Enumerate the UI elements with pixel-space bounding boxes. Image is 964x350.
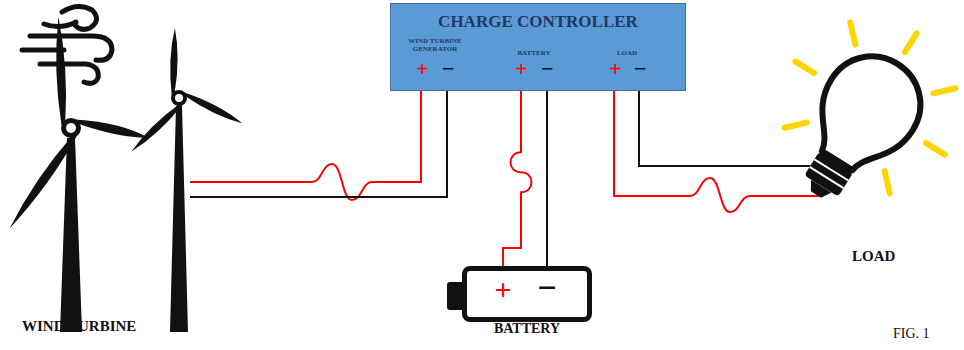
wire-positive bbox=[503, 91, 532, 266]
terminal-sign: + bbox=[416, 58, 428, 80]
charge-controller: CHARGE CONTROLLER WIND TURBINE GENERATOR B… bbox=[390, 3, 686, 91]
terminal-label: LOAD bbox=[602, 49, 652, 57]
wire-positive bbox=[614, 91, 822, 212]
terminal-label: WIND TURBINE GENERATOR bbox=[405, 38, 465, 53]
battery-sign: + bbox=[493, 275, 513, 305]
terminal-sign: + bbox=[609, 58, 621, 80]
terminal-sign: − bbox=[442, 58, 454, 80]
wire-negative bbox=[639, 91, 826, 166]
battery-label: BATTERY bbox=[494, 321, 560, 337]
wire-negative bbox=[546, 91, 548, 266]
wire-negative bbox=[190, 91, 447, 197]
figure-caption: FIG. 1 bbox=[893, 326, 930, 342]
wire-positive bbox=[190, 91, 421, 200]
terminal-label: BATTERY bbox=[504, 49, 564, 57]
battery: +−BATTERY bbox=[462, 266, 592, 322]
controller-title: CHARGE CONTROLLER bbox=[391, 12, 685, 32]
terminal-sign: − bbox=[541, 58, 553, 80]
turbine-label: WIND TURBINE bbox=[22, 318, 136, 335]
wind-turbine bbox=[9, 17, 150, 332]
terminal-sign: + bbox=[515, 58, 527, 80]
light-bulb bbox=[741, 0, 964, 241]
battery-sign: − bbox=[535, 271, 559, 305]
wind-swirl bbox=[22, 6, 112, 83]
load-label: LOAD bbox=[852, 248, 895, 265]
terminal-sign: − bbox=[634, 58, 646, 80]
wind-turbine bbox=[131, 28, 246, 332]
